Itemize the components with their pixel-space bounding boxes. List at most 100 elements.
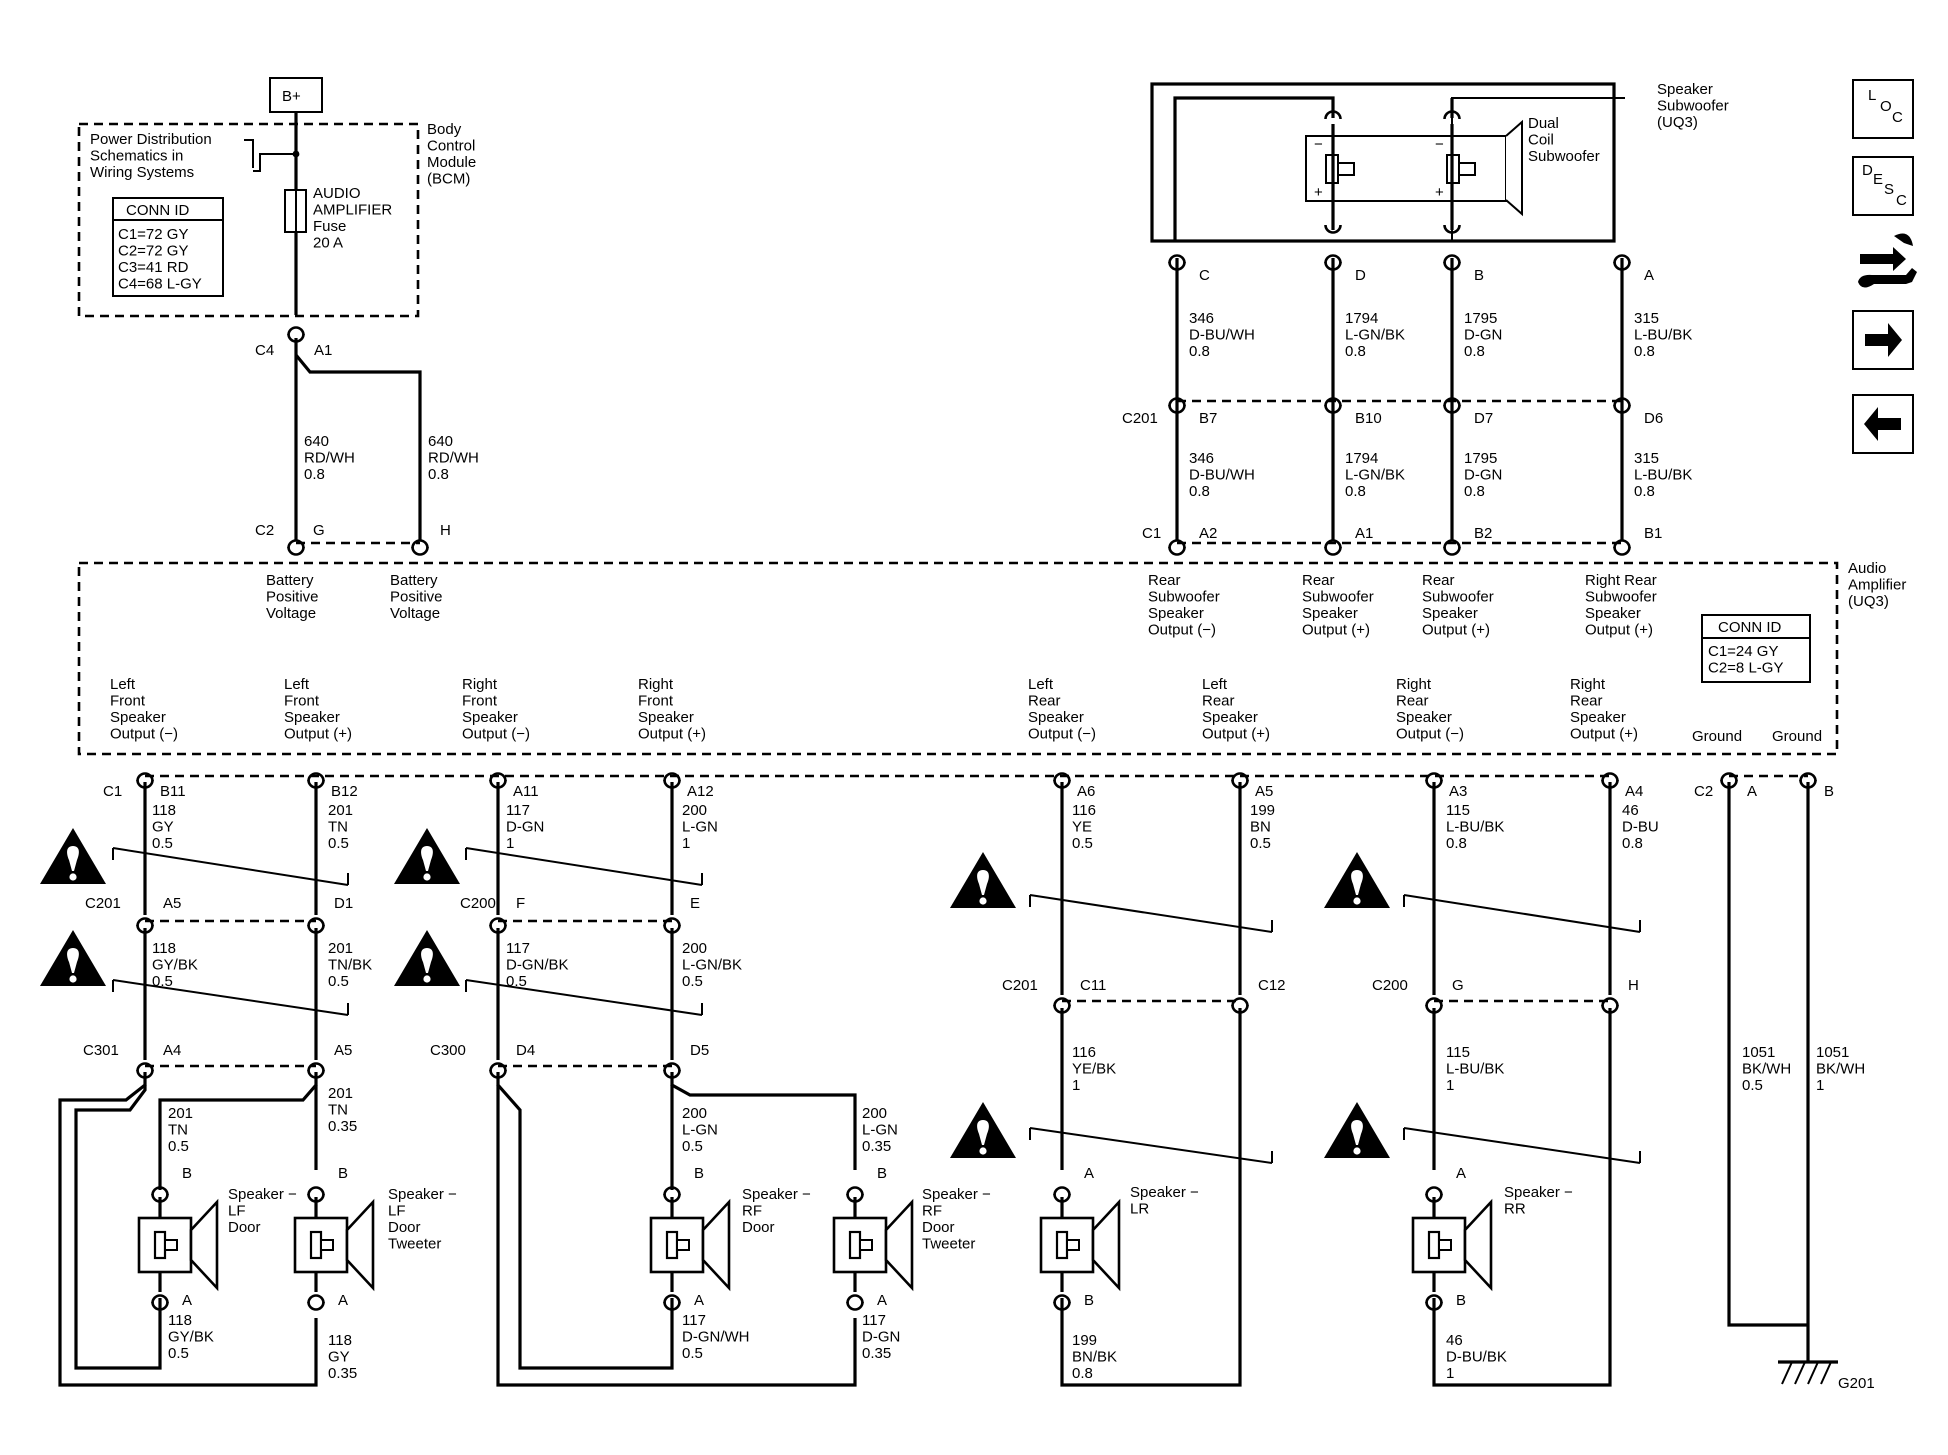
- front-wire-1-2-color: TN: [328, 819, 348, 836]
- battery-wire-h: [294, 353, 422, 540]
- speaker-1-top-male-marker: [151, 1186, 169, 1197]
- output-7-line-3: Speaker: [1396, 709, 1452, 726]
- coil-plus-2: +: [1435, 184, 1444, 201]
- amp-name-line-3: (UQ3): [1848, 593, 1889, 610]
- tools-icon[interactable]: [1858, 233, 1917, 288]
- front-wire-1-4-color: L-GN: [682, 819, 718, 836]
- speaker-top-wire-1-color: TN: [168, 1122, 188, 1139]
- arrow-left-icon[interactable]: [1852, 394, 1914, 454]
- amp-bottom-pin-label-5: A6: [1077, 783, 1095, 800]
- front-wire-1-1-circuit: 118: [152, 802, 176, 819]
- rear-wire-1-2-circuit: 199: [1250, 802, 1275, 819]
- sub-upper-wire-3-color: D-GN: [1464, 327, 1502, 344]
- speaker-top-wire-3-gauge: 0.5: [682, 1138, 703, 1155]
- speaker-bottom-wire-1-gauge: 0.5: [168, 1345, 189, 1362]
- front-wire-1-4-circuit: 200: [682, 802, 707, 819]
- speaker-5-bottom-pin: B: [1084, 1292, 1094, 1309]
- sub-pin-label-4: A: [1644, 267, 1654, 284]
- desc-letter-s: S: [1884, 181, 1894, 198]
- output-6-line-4: Output (+): [1202, 726, 1270, 743]
- speaker-bottom-wire-4-color: D-GN: [862, 1329, 900, 1346]
- speaker-4-bottom-female-marker: [846, 1300, 864, 1311]
- sub-pin-label-2: D: [1355, 267, 1366, 284]
- amp-bottom-pin-label-1: B11: [160, 783, 186, 800]
- ground-point-label: G201: [1838, 1375, 1875, 1392]
- amp-bottom-pin-label-2: B12: [331, 783, 358, 800]
- amp-name-line-1: Audio: [1848, 560, 1886, 577]
- door-conn-pin-b-1: A5: [334, 1042, 352, 1059]
- c4-label: C4: [255, 342, 274, 359]
- speaker-icon-3: [649, 1200, 731, 1290]
- c201-top-pin-1: B7: [1199, 410, 1217, 427]
- fuse-label-line-1: AUDIO: [313, 185, 361, 202]
- speaker-4-bottom-pin: A: [877, 1292, 887, 1309]
- arrow-right-icon[interactable]: [1852, 310, 1914, 370]
- speaker-2-bottom-male-marker: [307, 1294, 325, 1305]
- amp-conn-table: [1701, 614, 1811, 683]
- sub-upper-wire-2-gauge: 0.8: [1345, 343, 1366, 360]
- bcm-conn-line-1: C1=72 GY: [118, 226, 188, 243]
- loc-letter-o: O: [1880, 98, 1892, 115]
- desc-button[interactable]: D E S C: [1852, 156, 1914, 216]
- sub-output-2-line-2: Subwoofer: [1302, 589, 1374, 606]
- output-4-line-4: Output (+): [638, 726, 706, 743]
- amp-conn-line-1: C1=24 GY: [1708, 643, 1778, 660]
- sub-output-2-line-1: Rear: [1302, 572, 1335, 589]
- speaker-bottom-wire-2-gauge: 0.35: [328, 1365, 357, 1382]
- rear-wire-1-2-gauge: 0.5: [1250, 835, 1271, 852]
- speaker-6-bottom-pin: B: [1456, 1292, 1466, 1309]
- output-7-line-1: Right: [1396, 676, 1432, 693]
- sub-pin-label-3: B: [1474, 267, 1484, 284]
- speaker-1-bottom-pin: A: [182, 1292, 192, 1309]
- warning-icon-1: [40, 828, 106, 884]
- warning-icon-5: [950, 852, 1016, 908]
- rear-conn-pin-b-1: C12: [1258, 977, 1286, 994]
- output-1-line-4: Output (−): [110, 726, 178, 743]
- mid-conn-pin-b-1: D1: [334, 895, 353, 912]
- output-4-line-1: Right: [638, 676, 674, 693]
- rear-wire-1-4-gauge: 0.8: [1622, 835, 1643, 852]
- desc-letter-c: C: [1896, 192, 1907, 209]
- sub-output-3-line-4: Output (+): [1422, 622, 1490, 639]
- amplifier-box: [77, 561, 1839, 756]
- speaker-2-name-line-3: Door: [388, 1219, 421, 1236]
- amp-c2-h-female-marker: [411, 545, 429, 556]
- rear-wire-1-3-gauge: 0.8: [1446, 835, 1467, 852]
- front-wire-1-1-color: GY: [152, 819, 174, 836]
- psd-note-line-3: Wiring Systems: [90, 164, 194, 181]
- speaker-bottom-wire-3-gauge: 0.5: [682, 1345, 703, 1362]
- speaker-1-top-pin: B: [182, 1165, 192, 1182]
- speaker-top-wire-3-color: L-GN: [682, 1122, 718, 1139]
- speaker-bottom-wire-4-circuit: 117: [862, 1312, 886, 1329]
- amp-name-line-2: Amplifier: [1848, 577, 1906, 594]
- door-conn-label-1: C301: [83, 1042, 119, 1059]
- speaker-3-bottom-pin: A: [694, 1292, 704, 1309]
- fuse-label-line-4: 20 A: [313, 235, 343, 252]
- sub-lower-wire-4-circuit: 315: [1634, 450, 1659, 467]
- speaker-bottom-wire-2-circuit: 118: [328, 1332, 352, 1349]
- c201-top-label: C201: [1122, 410, 1158, 427]
- front-wire-2-4-circuit: 200: [682, 940, 707, 957]
- amp-c1-top-1-female-marker: [1168, 545, 1186, 556]
- speaker-2-bottom-pin: A: [338, 1292, 348, 1309]
- rear-conn-label-1: C201: [1002, 977, 1038, 994]
- mid-conn-pin-a-1: A5: [163, 895, 181, 912]
- loc-button[interactable]: L O C: [1852, 79, 1914, 139]
- door-conn-pin-a-2: D4: [516, 1042, 535, 1059]
- amp-bottom-pin-label-3: A11: [513, 783, 539, 800]
- output-7-line-4: Output (−): [1396, 726, 1464, 743]
- subwoofer-name-line-2: Subwoofer: [1657, 98, 1729, 115]
- sub-lower-wire-2-gauge: 0.8: [1345, 483, 1366, 500]
- output-6-line-2: Rear: [1202, 693, 1235, 710]
- speaker-top-wire-4-color: L-GN: [862, 1122, 898, 1139]
- ground-wire-2-circuit: 1051: [1816, 1044, 1849, 1061]
- ground-wire-1-circuit: 1051: [1742, 1044, 1775, 1061]
- front-wire-2-3-circuit: 117: [506, 940, 530, 957]
- psd-leader: [253, 153, 296, 172]
- bcm-conn-line-4: C4=68 L-GY: [118, 276, 202, 293]
- output-5-line-4: Output (−): [1028, 726, 1096, 743]
- speaker-bottom-wire-6-gauge: 1: [1446, 1365, 1454, 1382]
- output-1-line-2: Front: [110, 693, 146, 710]
- battery-label-2-line-1: Battery: [390, 572, 438, 589]
- speaker-4-top-male-marker: [846, 1186, 864, 1197]
